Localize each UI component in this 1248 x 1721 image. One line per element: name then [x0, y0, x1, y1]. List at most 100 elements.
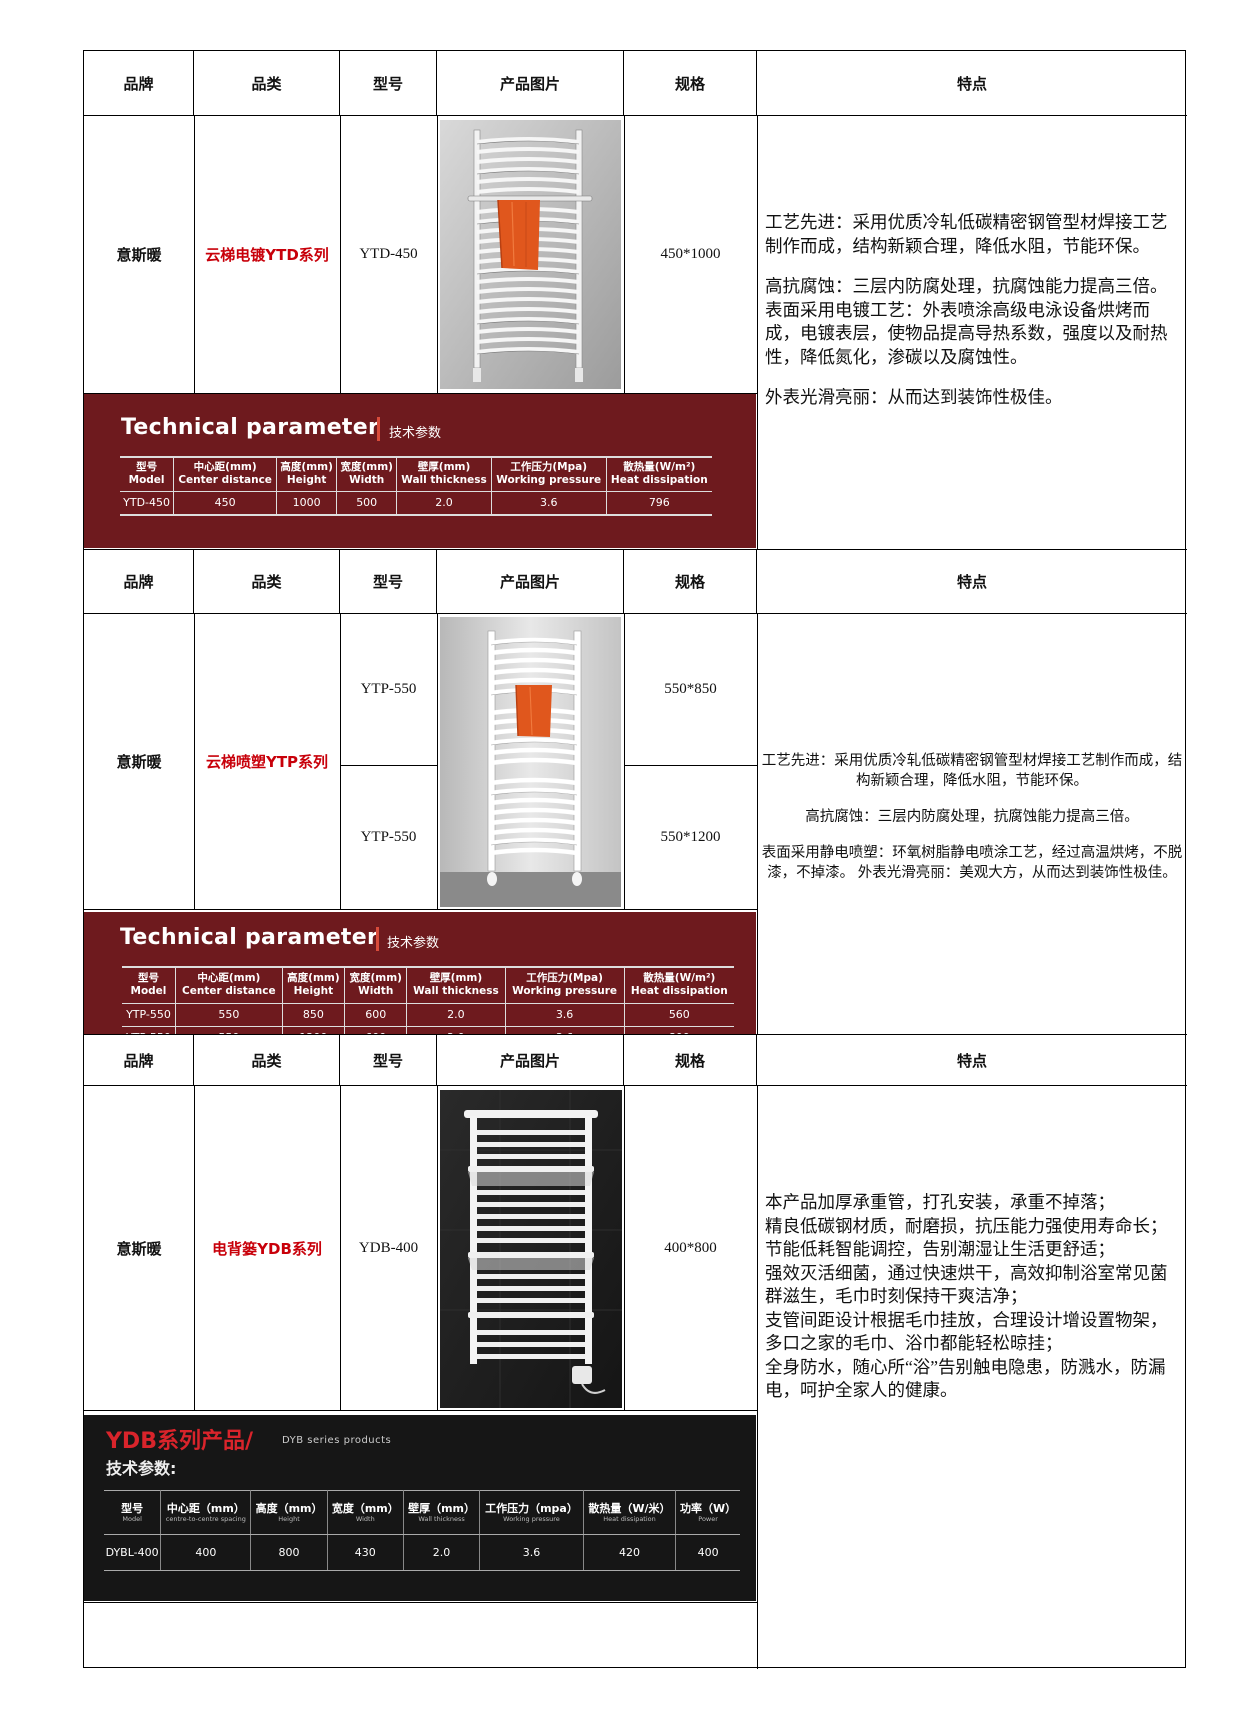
header-row: 品牌 品类 型号 产品图片 规格 特点: [84, 51, 1187, 116]
divider: [340, 116, 341, 393]
header-category: 品类: [194, 1035, 340, 1085]
tech-title: YDB系列产品/: [106, 1429, 253, 1454]
tech-column-header: 高度（mm）Height: [250, 1490, 328, 1535]
model-cell: YTP-550: [360, 828, 417, 845]
feature-paragraph: 工艺先进：采用优质冷轧低碳精密钢管型材焊接工艺制作而成，结构新颖合理，降低水阻，…: [765, 212, 1168, 256]
divider: [340, 1086, 341, 1410]
column-label-cn: 中心距(mm): [197, 972, 261, 985]
column-label-cn: 高度（mm）: [255, 1501, 323, 1515]
tech-cell: 550: [175, 1003, 283, 1027]
divider: [437, 116, 438, 393]
column-label-en: Center distance: [182, 985, 276, 998]
column-label-cn: 中心距（mm）: [166, 1501, 245, 1515]
column-label-en: Center distance: [178, 474, 272, 487]
tech-cell: 420: [583, 1534, 677, 1571]
tech-cell: 2.0: [403, 1534, 481, 1571]
column-label-cn: 型号: [137, 972, 159, 985]
header-spec: 规格: [624, 51, 757, 115]
spec-cell: 400*800: [664, 1239, 717, 1256]
tech-cell: 550: [175, 1026, 283, 1034]
brand-cell: 意斯暖: [116, 246, 162, 264]
feature-paragraph: 表面采用静电喷塑：环氧树脂静电喷涂工艺，经过高温烘烤，不脱漆，不掉漆。 外表光滑…: [761, 845, 1183, 881]
model-cell: YTP-550: [360, 681, 417, 697]
tech-cell: 430: [327, 1534, 404, 1571]
tech-cell: 796: [606, 491, 712, 516]
tech-column-header: 散热量(W/m²)Heat dissipation: [624, 966, 734, 1004]
section-ydb: 品牌 品类 型号 产品图片 规格 特点 意斯暖 电背篓YDB系列 YDB-400…: [84, 1035, 1187, 1669]
section-ytd: 品牌 品类 型号 产品图片 规格 特点 意斯暖 云梯电镀YTD系列 YTD-45…: [84, 51, 1187, 549]
tech-column-header: 工作压力（mpa）Working pressure: [479, 1490, 584, 1535]
tech-cell: 600: [344, 1026, 408, 1034]
model-cell: YTD-450: [359, 246, 418, 262]
tech-subtitle: 技术参数: [389, 426, 442, 441]
column-label-en: Working pressure: [512, 985, 618, 998]
column-label-en: Height: [293, 985, 334, 998]
tech-cell: 800: [624, 1026, 734, 1034]
header-category: 品类: [194, 550, 340, 613]
column-label-en: Width: [355, 1514, 375, 1523]
tech-cell: 3.6: [505, 1026, 625, 1034]
column-label-en: Wall thickness: [413, 985, 499, 998]
divider: [340, 614, 341, 909]
towel-radiator-white-photo: [440, 617, 621, 907]
category-cell: 云梯电镀YTD系列: [205, 246, 329, 264]
column-label-en: Model: [122, 1514, 142, 1523]
column-label-cn: 散热量（W/米）: [588, 1501, 671, 1515]
column-label-en: Height: [286, 474, 327, 487]
column-label-cn: 中心距(mm): [193, 461, 257, 474]
divider: [624, 614, 625, 909]
feature-paragraph: 本产品加厚承重管，打孔安装，承重不掉落；: [765, 1192, 1115, 1212]
divider: [757, 116, 758, 549]
features-text: 工艺先进：采用优质冷轧低碳精密钢管型材焊接工艺制作而成，结构新颖合理，降低水阻，…: [765, 211, 1177, 427]
header-features: 特点: [956, 1051, 987, 1070]
feature-paragraph: 全身防水，随心所“浴”告别触电隐患，防溅水，防漏电，呵护全家人的健康。: [765, 1356, 1166, 1401]
header-model: 型号: [340, 51, 437, 115]
tech-column-header: 中心距(mm)Center distance: [175, 966, 283, 1004]
feature-paragraph: 外表光滑亮丽：从而达到装饰性极佳。: [765, 387, 1063, 407]
header-model: 型号: [340, 1035, 437, 1085]
tech-cell: YTP-550: [122, 1026, 176, 1034]
divider: [340, 765, 437, 766]
column-label-en: Power: [698, 1514, 718, 1523]
tech-column-header: 散热量(W/m²)Heat dissipation: [606, 456, 712, 492]
tech-cell: 3.6: [479, 1534, 584, 1571]
towel-radiator-chrome-photo: [440, 120, 621, 389]
tech-subtitle: 技术参数: [387, 936, 440, 951]
title-separator: [377, 417, 380, 441]
tech-cell: 3.6: [505, 1003, 625, 1027]
header-brand: 品牌: [84, 51, 194, 115]
tech-cell: 1000: [276, 491, 338, 516]
tech-cell: 2.0: [406, 1026, 506, 1034]
tech-cell: 1200: [282, 1026, 346, 1034]
tech-column-header: 壁厚(mm)Wall thickness: [406, 966, 506, 1004]
column-label-en: Heat dissipation: [610, 474, 708, 487]
feature-paragraph: 支管间距设计根据毛巾挂放，合理设计增设置物架，多口之家的毛巾、浴巾都能轻松晾挂；: [765, 1309, 1168, 1354]
header-photo: 产品图片: [437, 1035, 624, 1085]
column-label-cn: 壁厚(mm): [417, 461, 471, 474]
column-label-cn: 散热量(W/m²): [643, 972, 716, 985]
feature-paragraph: 工艺先进：采用优质冷轧低碳精密钢管型材焊接工艺制作而成，结构新颖合理，降低水阻，…: [761, 753, 1183, 789]
divider: [437, 1086, 438, 1410]
tech-column-header: 宽度(mm)Width: [336, 456, 398, 492]
spec-cell: 550*850: [664, 681, 717, 697]
column-label-en: Wall thickness: [401, 474, 487, 487]
header-model: 型号: [340, 550, 437, 613]
divider: [84, 549, 1187, 550]
tech-column-header: 中心距(mm)Center distance: [173, 456, 278, 492]
tech-cell: 400: [675, 1534, 740, 1571]
features-text: 工艺先进：采用优质冷轧低碳精密钢管型材焊接工艺制作而成，结构新颖合理，降低水阻，…: [761, 751, 1183, 899]
column-label-en: Heat dissipation: [603, 1514, 656, 1523]
divider: [624, 1086, 625, 1410]
features-text: 本产品加厚承重管，打孔安装，承重不掉落； 精良低碳钢材质，耐磨损，抗压能力强使用…: [765, 1191, 1181, 1403]
column-label-cn: 宽度（mm）: [331, 1501, 399, 1515]
feature-paragraph: 高抗腐蚀：三层内防腐处理，抗腐蚀能力提高三倍。 表面采用电镀工艺：外表喷涂高级电…: [765, 276, 1168, 367]
divider: [84, 1602, 757, 1603]
column-label-cn: 壁厚（mm）: [408, 1501, 476, 1515]
